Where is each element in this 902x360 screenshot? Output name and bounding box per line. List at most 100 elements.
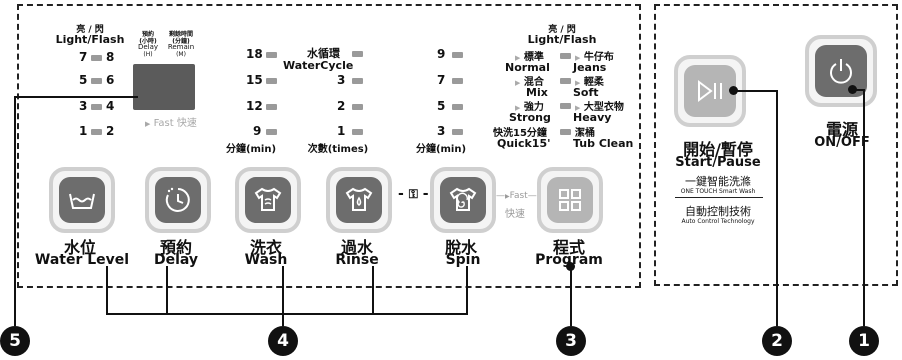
main-control-panel-border — [17, 4, 641, 288]
callout-line — [166, 266, 168, 314]
indicator-light — [352, 129, 363, 135]
remain-en-label: Remain — [167, 43, 195, 51]
wash-time-value: 18 — [246, 47, 263, 61]
fast-link-en: Fast — [509, 191, 528, 201]
water-level-value: 2 — [106, 124, 115, 138]
lock-icon: ⚿ — [408, 187, 418, 201]
program-label: 混合 — [523, 77, 544, 88]
indicator-light — [352, 104, 363, 110]
callout-marker-2: 2 — [762, 326, 792, 356]
indicator-light — [560, 129, 571, 135]
delay-en-label: Delay — [153, 252, 199, 268]
rinse-en-label: Rinse — [335, 252, 379, 268]
fast-indicator: ▶ Fast 快速 — [145, 114, 197, 129]
delay-cn-label: 預約 — [159, 238, 193, 257]
one-touch-en-label: ONE TOUCH Smart Wash — [680, 188, 756, 195]
light-flash-en-label: Light/Flash — [55, 33, 125, 46]
spin-unit-label: 分鐘(min) — [415, 144, 467, 155]
program-left-cn: ▶ 標準 — [515, 48, 544, 63]
spin-time-value: 7 — [437, 73, 446, 87]
indicator-light — [352, 51, 363, 57]
indicator-light — [266, 104, 277, 110]
indicator-light — [452, 129, 463, 135]
callout-dot — [566, 262, 575, 271]
light-flash-cn-label: 亮 / 閃 — [76, 25, 104, 35]
timer-icon — [165, 187, 190, 212]
start-pause-cn-label: 開始/暫停 — [683, 140, 753, 159]
start-pause-button[interactable] — [674, 55, 746, 127]
program-label: 大型衣物 — [583, 102, 624, 113]
program-en-label: Program — [535, 252, 603, 268]
divider — [675, 197, 763, 198]
program-button[interactable] — [537, 167, 603, 233]
delay-sub-label: (小時) — [139, 38, 157, 45]
wash-time-value: 12 — [246, 99, 263, 113]
shirt-droplet-icon — [345, 187, 373, 211]
callout-marker-3: 3 — [556, 326, 586, 356]
rinse-count-value: 1 — [337, 124, 346, 138]
water-cycle-en-label: WaterCycle — [283, 59, 354, 72]
power-button[interactable] — [805, 35, 877, 107]
program-label: 標準 — [523, 52, 544, 63]
indicator-light — [91, 129, 102, 135]
wash-time-value: 15 — [246, 73, 263, 87]
program-left-en: Mix — [526, 86, 548, 99]
spin-time-value: 5 — [437, 99, 446, 113]
shirt-spin-icon — [449, 187, 477, 211]
indicator-light — [352, 78, 363, 84]
one-touch-cn-label: 一鍵智能洗滌 — [685, 175, 751, 188]
program-label: 牛仔布 — [583, 52, 614, 63]
spin-time-value: 9 — [437, 47, 446, 61]
water-level-value: 7 — [79, 50, 88, 64]
wash-button[interactable] — [235, 167, 301, 233]
indicator-light — [266, 78, 277, 84]
program-right-cn: ▶ 輕柔 — [575, 73, 604, 88]
wash-unit-label: 分鐘(min) — [225, 144, 277, 155]
spin-en-label: Spin — [445, 252, 481, 268]
water-level-cn-label: 水位 — [63, 238, 97, 257]
spin-button[interactable] — [430, 167, 496, 233]
program-label: 輕柔 — [583, 77, 604, 88]
program-right-cn: ▶ 牛仔布 — [575, 48, 614, 63]
arrow-right-icon: ▶ — [515, 54, 521, 62]
program-left-cn: ▶ 混合 — [515, 73, 544, 88]
callout-line — [466, 266, 468, 314]
shirt-wash-icon — [254, 187, 282, 211]
rinse-button[interactable] — [326, 167, 392, 233]
indicator-light — [560, 103, 571, 109]
callout-line — [733, 90, 777, 92]
delay-button[interactable] — [145, 167, 211, 233]
program-grid-icon — [559, 189, 581, 211]
digital-display-screen — [133, 64, 195, 110]
callout-line — [372, 266, 374, 314]
arrow-right-icon: ▶ — [575, 54, 581, 62]
delay-cn-label: 預約 — [141, 31, 155, 38]
auto-control-cn-label: 自動控制技術 — [685, 205, 751, 218]
water-level-en-label: Water Level — [34, 252, 130, 268]
delay-en-label: Delay — [137, 43, 159, 51]
remain-sub-label: (分鐘) — [172, 38, 190, 45]
callout-marker-4: 4 — [268, 326, 298, 356]
water-level-button[interactable] — [49, 167, 115, 233]
program-right-en: Heavy — [573, 111, 612, 124]
indicator-light — [91, 104, 102, 110]
callout-line — [14, 96, 16, 326]
program-left-cn: ▶ 強力 — [515, 98, 544, 113]
remain-unit-label: (M) — [176, 51, 186, 58]
callout-line — [282, 266, 284, 326]
callout-line — [106, 313, 468, 315]
program-right-en: Soft — [573, 86, 599, 99]
fast-en-label: Fast — [153, 118, 174, 129]
power-cn-label: 電源 — [825, 120, 859, 139]
indicator-light — [560, 78, 571, 84]
wash-time-value: 9 — [253, 124, 262, 138]
program-right-en: Jeans — [573, 61, 607, 74]
wash-cn-label: 洗衣 — [249, 238, 283, 257]
indicator-light — [560, 53, 571, 59]
arrow-right-icon: ▶ — [575, 79, 581, 87]
program-right-en: Tub Clean — [573, 137, 634, 150]
water-level-value: 4 — [106, 99, 115, 113]
rinse-unit-label: 次數(times) — [307, 144, 369, 155]
indicator-light — [452, 78, 463, 84]
auto-control-en-label: Auto Control Technology — [681, 218, 755, 225]
